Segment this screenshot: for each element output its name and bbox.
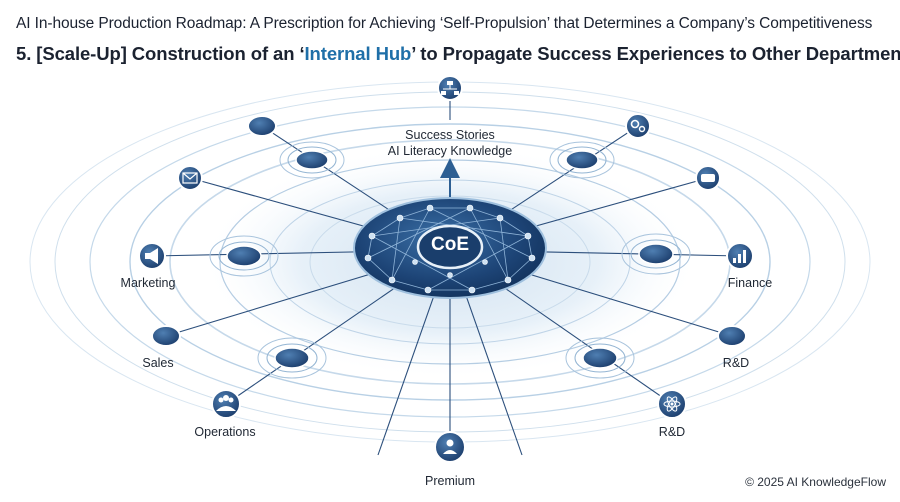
hub-mesh-nodes xyxy=(364,204,536,294)
node-sales-icon xyxy=(151,325,181,347)
title-line-2-prefix: 5. [Scale-Up] Construction of an ‘ xyxy=(16,43,305,64)
org-chart-icon xyxy=(437,75,463,101)
hub-caption-line-1: Success Stories xyxy=(405,128,495,142)
hub-caption: Success Stories AI Literacy Knowledge xyxy=(388,127,512,159)
megaphone-icon xyxy=(138,242,166,270)
label-sales: Sales xyxy=(142,356,174,370)
mid-node-bottom-right xyxy=(565,337,635,379)
label-rnd-right: R&D xyxy=(722,356,750,370)
mid-node-right xyxy=(621,233,691,275)
coe-badge xyxy=(416,224,484,270)
title-line-2-suffix: ’ to Propagate Success Experiences to Ot… xyxy=(411,43,900,64)
team-icon xyxy=(211,389,241,419)
node-top-left-icon xyxy=(247,115,277,137)
label-finance: Finance xyxy=(727,276,773,290)
title-line-2: 5. [Scale-Up] Construction of an ‘Intern… xyxy=(16,43,900,65)
mid-node-top-left xyxy=(279,141,345,179)
card-icon xyxy=(695,165,721,191)
atom-icon xyxy=(657,389,687,419)
label-premium: Premium xyxy=(424,474,476,488)
mid-node-bottom-left xyxy=(257,337,327,379)
title-line-1: AI In-house Production Roadmap: A Prescr… xyxy=(16,15,873,32)
copyright-notice: © 2025 AI KnowledgeFlow xyxy=(745,475,886,489)
bar-chart-icon xyxy=(726,242,754,270)
label-marketing: Marketing xyxy=(120,276,176,290)
mail-icon xyxy=(177,165,203,191)
mid-node-top-right xyxy=(549,141,615,179)
coe-hub xyxy=(353,197,547,299)
label-operations: Operations xyxy=(194,425,256,439)
mid-node-left xyxy=(209,235,279,277)
title-highlight: Internal Hub xyxy=(304,43,412,64)
node-rnd-right-icon xyxy=(717,325,747,347)
coe-label: CoE xyxy=(431,234,469,255)
label-rnd-bottom: R&D xyxy=(658,425,686,439)
gears-icon xyxy=(625,113,651,139)
hub-caption-line-2: AI Literacy Knowledge xyxy=(387,144,513,158)
person-badge-icon xyxy=(434,431,466,463)
